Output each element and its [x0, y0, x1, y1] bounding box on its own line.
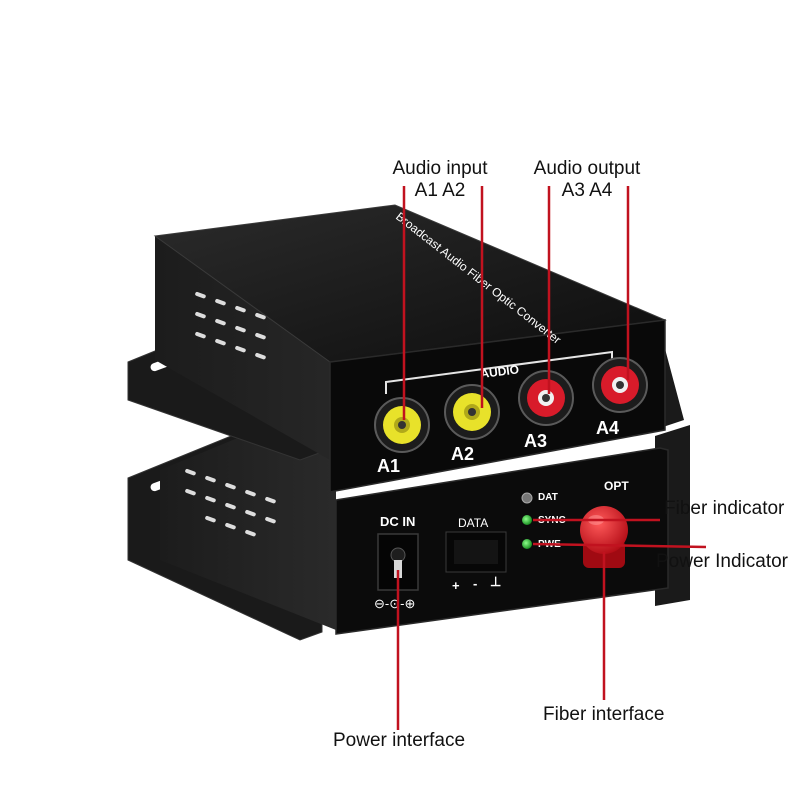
callout-power-indicator: Power Indicator: [656, 551, 789, 572]
port-label-a3: A3: [524, 431, 547, 451]
led-pwe: [522, 539, 532, 549]
dc-jack-pin: [394, 560, 402, 578]
bottom-vents: [185, 468, 276, 537]
audio-group-label: AUDIO: [480, 362, 520, 381]
rca-jack-a1: [374, 397, 430, 453]
rca-jack-a4: [592, 357, 648, 413]
port-label-a1: A1: [377, 456, 400, 476]
callout-audio-input-line1: Audio input: [392, 158, 488, 179]
rca-jack-a2: [444, 384, 500, 440]
top-unit: [127, 204, 684, 493]
data-label: DATA: [458, 516, 488, 530]
audio-bracket: [385, 350, 613, 394]
data-pin-plus: +: [452, 578, 460, 593]
callout-power-interface: Power interface: [333, 730, 466, 751]
led-label-dat: DAT: [538, 492, 558, 503]
rca-jack-a3: [518, 370, 574, 426]
data-pin-minus: -: [473, 576, 477, 591]
dc-in-label: DC IN: [380, 514, 415, 529]
callout-audio-output-line1: Audio output: [533, 158, 641, 179]
bottom-unit: [127, 404, 690, 641]
top-mount-flange-right: [660, 330, 684, 428]
leader-lines: [396, 186, 707, 730]
bottom-side-panel: [160, 404, 336, 630]
callout-fiber-interface: Fiber interface: [543, 704, 665, 725]
port-label-a4: A4: [596, 418, 619, 438]
dc-jack-hole: [390, 547, 406, 563]
led-sync: [522, 515, 532, 525]
led-dat: [521, 492, 533, 504]
top-vents: [195, 291, 266, 360]
callout-audio-input: Audio input A1 A2: [378, 158, 502, 202]
polarity-label: ⊖-⊙-⊕: [374, 596, 415, 611]
data-pin-ground: ⊥: [490, 574, 501, 589]
callout-audio-output: Audio output A3 A4: [523, 158, 651, 202]
callout-audio-input-line2: A1 A2: [414, 180, 466, 201]
fiber-connector-cap: [580, 506, 628, 554]
callout-fiber-indicator: Fiber indicator: [664, 498, 785, 519]
port-label-a2: A2: [451, 444, 474, 464]
opt-label: OPT: [604, 479, 629, 493]
callout-audio-output-line2: A3 A4: [561, 180, 613, 201]
leader-power-indicator: [532, 542, 707, 549]
data-terminal-block: [454, 540, 498, 564]
